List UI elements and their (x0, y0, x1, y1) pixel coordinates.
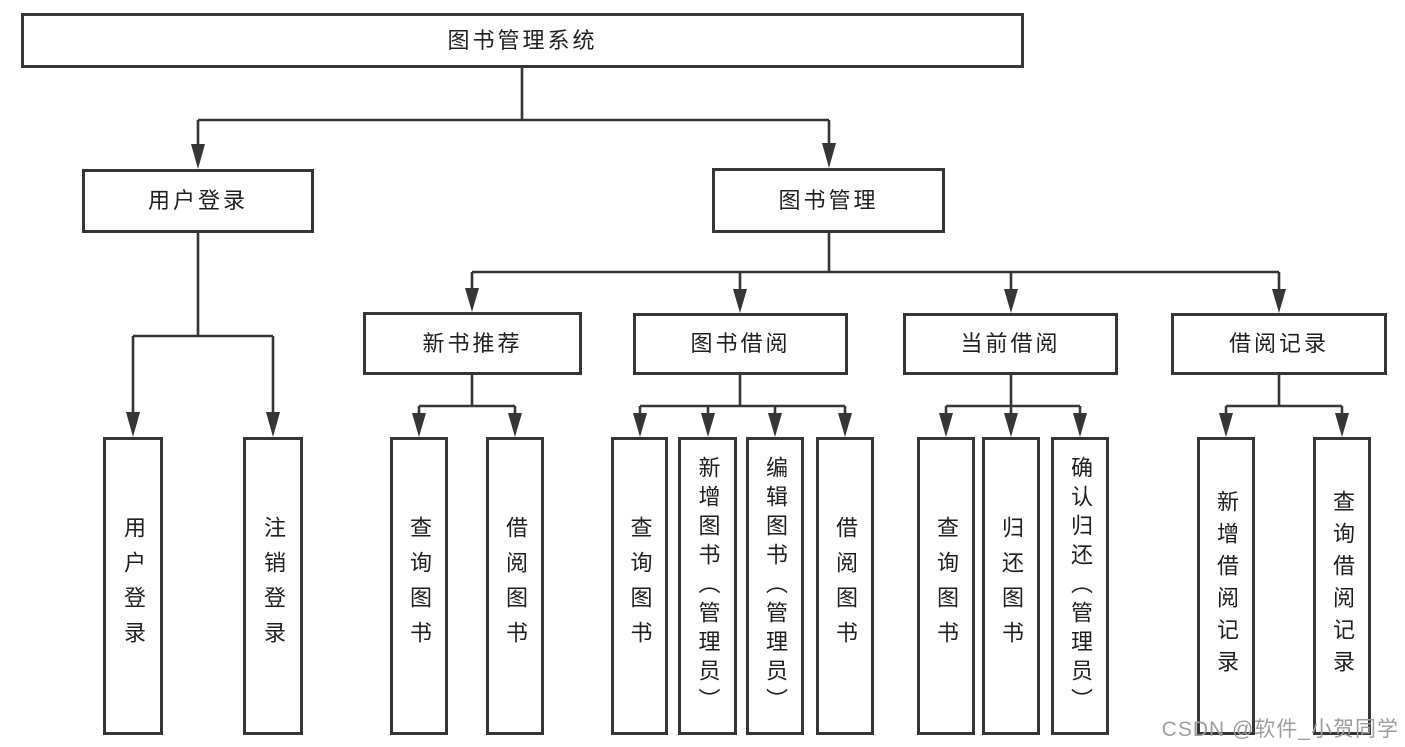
node-user-login: 用户登录 (82, 169, 314, 233)
leaf-query-books-recommend-label: 查询图书 (407, 516, 432, 656)
node-new-book-recommend: 新书推荐 (363, 312, 582, 375)
leaf-add-books-admin: 新增图书（管理员） (678, 437, 737, 735)
leaf-add-borrow-record-label: 新增借阅记录 (1214, 490, 1239, 682)
leaf-query-books-borrowing-label: 查询图书 (627, 516, 653, 656)
leaf-logout: 注销登录 (243, 437, 303, 735)
node-book-borrowing: 图书借阅 (633, 313, 848, 375)
leaf-add-borrow-record: 新增借阅记录 (1197, 437, 1255, 735)
leaf-confirm-return-admin: 确认归还（管理员） (1051, 437, 1109, 735)
node-library-management-system: 图书管理系统 (21, 13, 1024, 68)
leaf-add-books-admin-label: 新增图书（管理员） (695, 455, 721, 717)
node-book-management: 图书管理 (712, 168, 945, 233)
leaf-query-books-current: 查询图书 (917, 437, 975, 735)
leaf-edit-books-admin-label: 编辑图书（管理员） (763, 455, 788, 717)
leaf-logout-label: 注销登录 (261, 516, 286, 656)
leaf-borrow-books-recommend-label: 借阅图书 (503, 516, 528, 656)
node-current-borrowing: 当前借阅 (903, 313, 1118, 375)
leaf-return-books: 归还图书 (982, 437, 1040, 735)
leaf-user-login: 用户登录 (103, 437, 163, 735)
leaf-borrow-books-borrowing-label: 借阅图书 (833, 516, 858, 656)
leaf-confirm-return-admin-label: 确认归还（管理员） (1068, 455, 1093, 717)
leaf-user-login-label: 用户登录 (121, 516, 146, 656)
leaf-query-books-current-label: 查询图书 (934, 516, 959, 656)
node-borrowing-records: 借阅记录 (1171, 313, 1387, 375)
leaf-query-books-recommend: 查询图书 (390, 437, 448, 735)
leaf-query-borrow-record: 查询借阅记录 (1313, 437, 1371, 735)
leaf-borrow-books-borrowing: 借阅图书 (816, 437, 874, 735)
leaf-query-books-borrowing: 查询图书 (611, 437, 668, 735)
leaf-return-books-label: 归还图书 (999, 516, 1024, 656)
leaf-borrow-books-recommend: 借阅图书 (486, 437, 544, 735)
csdn-watermark: CSDN @软件_小贺同学 (1161, 718, 1399, 741)
leaf-query-borrow-record-label: 查询借阅记录 (1330, 490, 1355, 682)
leaf-edit-books-admin: 编辑图书（管理员） (746, 437, 804, 735)
